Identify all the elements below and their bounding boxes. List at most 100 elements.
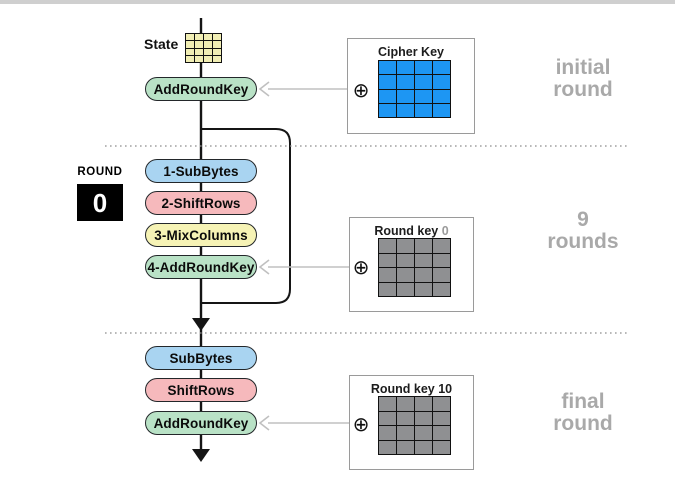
grid-cell xyxy=(195,34,203,41)
grid-cell xyxy=(397,61,414,75)
cipher-key-title: Cipher Key xyxy=(378,45,444,59)
grid-cell xyxy=(379,268,396,282)
xor-icon: ⊕ xyxy=(352,255,370,279)
round-key-0-title: Round key 0 xyxy=(350,224,473,238)
grid-cell xyxy=(397,75,414,89)
grid-cell xyxy=(213,41,221,48)
grid-cell xyxy=(415,75,432,89)
pill-shiftrows-final: ShiftRows xyxy=(145,378,257,402)
pill-subbytes-final: SubBytes xyxy=(145,346,257,370)
grid-cell xyxy=(415,411,432,425)
key-arrowhead-main xyxy=(258,259,270,275)
round-key-0-number: 0 xyxy=(441,224,449,238)
grid-cell xyxy=(397,268,414,282)
grid-cell xyxy=(397,239,414,253)
state-grid-icon xyxy=(185,33,222,63)
grid-cell xyxy=(397,426,414,440)
grid-cell xyxy=(415,397,432,411)
grid-cell xyxy=(433,426,450,440)
stage-label-line: rounds xyxy=(547,230,619,253)
round-key-10-number: 10 xyxy=(438,382,453,396)
round-key-0-grid xyxy=(378,238,451,297)
grid-cell xyxy=(433,282,450,296)
cipher-key-grid xyxy=(378,60,451,118)
grid-cell xyxy=(204,34,212,41)
grid-cell xyxy=(415,239,432,253)
grid-cell xyxy=(433,103,450,117)
grid-cell xyxy=(379,282,396,296)
grid-cell xyxy=(213,48,221,55)
key-arrowhead-final xyxy=(258,415,270,431)
pill-shiftrows-2: 2-ShiftRows xyxy=(145,191,257,215)
top-border-bar xyxy=(0,0,675,4)
grid-cell xyxy=(433,268,450,282)
grid-cell xyxy=(415,61,432,75)
grid-cell xyxy=(379,411,396,425)
grid-cell xyxy=(379,426,396,440)
grid-cell xyxy=(204,41,212,48)
grid-cell xyxy=(433,440,450,454)
xor-icon: ⊕ xyxy=(352,412,370,436)
grid-cell xyxy=(397,103,414,117)
pill-addroundkey-initial: AddRoundKey xyxy=(145,77,257,101)
grid-cell xyxy=(379,397,396,411)
grid-cell xyxy=(397,397,414,411)
grid-cell xyxy=(415,89,432,103)
stage-label-final-round: final round xyxy=(513,391,653,435)
grid-cell xyxy=(204,48,212,55)
grid-cell xyxy=(415,268,432,282)
state-label: State xyxy=(144,36,179,52)
grid-cell xyxy=(433,239,450,253)
grid-cell xyxy=(415,253,432,267)
xor-icon: ⊕ xyxy=(352,78,370,102)
grid-cell xyxy=(186,48,194,55)
grid-cell xyxy=(433,89,450,103)
stage-label-line: initial xyxy=(555,56,611,79)
pill-addroundkey-4: 4-AddRoundKey xyxy=(145,255,257,279)
round-counter-label: ROUND xyxy=(77,166,123,178)
grid-cell xyxy=(204,55,212,62)
round-key-10-title-text: Round key xyxy=(370,382,435,396)
stage-label-line: 9 xyxy=(577,208,589,231)
loop-back-line xyxy=(201,128,291,304)
grid-cell xyxy=(433,397,450,411)
grid-cell xyxy=(397,282,414,296)
grid-cell xyxy=(379,253,396,267)
grid-cell xyxy=(397,89,414,103)
grid-cell xyxy=(195,41,203,48)
grid-cell xyxy=(379,239,396,253)
round-key-10-grid xyxy=(378,396,451,455)
grid-cell xyxy=(379,89,396,103)
grid-cell xyxy=(213,34,221,41)
grid-cell xyxy=(379,103,396,117)
stage-label-line: final xyxy=(561,390,605,413)
grid-cell xyxy=(415,440,432,454)
grid-cell xyxy=(433,411,450,425)
stage-label-line: round xyxy=(553,412,613,435)
grid-cell xyxy=(186,55,194,62)
down-arrowhead-bottom xyxy=(192,449,210,462)
grid-cell xyxy=(397,411,414,425)
grid-cell xyxy=(433,253,450,267)
grid-cell xyxy=(433,61,450,75)
grid-cell xyxy=(415,103,432,117)
grid-cell xyxy=(195,48,203,55)
grid-cell xyxy=(186,41,194,48)
round-counter-value: 0 xyxy=(92,187,108,218)
grid-cell xyxy=(186,34,194,41)
grid-cell xyxy=(397,253,414,267)
grid-cell xyxy=(379,61,396,75)
stage-label-initial-round: initial round xyxy=(513,57,653,101)
grid-cell xyxy=(397,440,414,454)
pill-addroundkey-final: AddRoundKey xyxy=(145,411,257,435)
down-arrowhead-mid xyxy=(192,318,210,331)
pill-subbytes-1: 1-SubBytes xyxy=(145,159,257,183)
grid-cell xyxy=(415,282,432,296)
stage-label-9-rounds: 9 rounds xyxy=(513,209,653,253)
grid-cell xyxy=(379,440,396,454)
grid-cell xyxy=(379,75,396,89)
key-arrowhead-initial xyxy=(258,81,270,97)
round-key-10-title: Round key 10 xyxy=(350,382,473,396)
round-key-0-title-text: Round key xyxy=(374,224,439,238)
